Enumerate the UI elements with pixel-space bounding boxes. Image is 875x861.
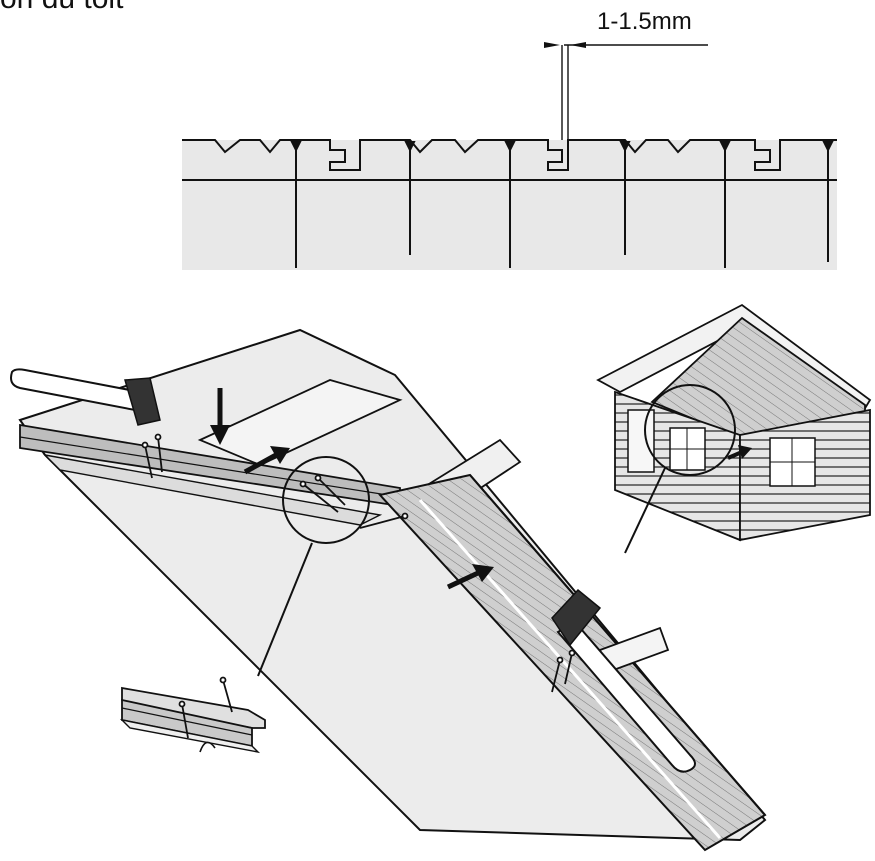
hammer-icon: [551, 588, 696, 773]
push-arrow-icon: [243, 446, 290, 475]
gap-dimension-label: 1-1.5mm: [597, 8, 692, 35]
log-cabin: [596, 303, 872, 554]
detail-magnifier-circle: [644, 384, 736, 476]
board-nail-detail: [119, 676, 266, 754]
push-arrow-icon: [738, 445, 752, 459]
push-arrow-icon: [446, 564, 494, 590]
arrow-right-icon: [544, 42, 560, 48]
board-joint-section: [182, 139, 837, 270]
arrow-down-icon: [210, 388, 230, 445]
hammer-icon: [10, 368, 161, 426]
detail-magnifier-circle: [282, 456, 370, 544]
arrow-left-icon: [570, 42, 586, 48]
heading-fragment: on du toit: [0, 0, 123, 16]
roof-board-installation: [10, 328, 767, 852]
